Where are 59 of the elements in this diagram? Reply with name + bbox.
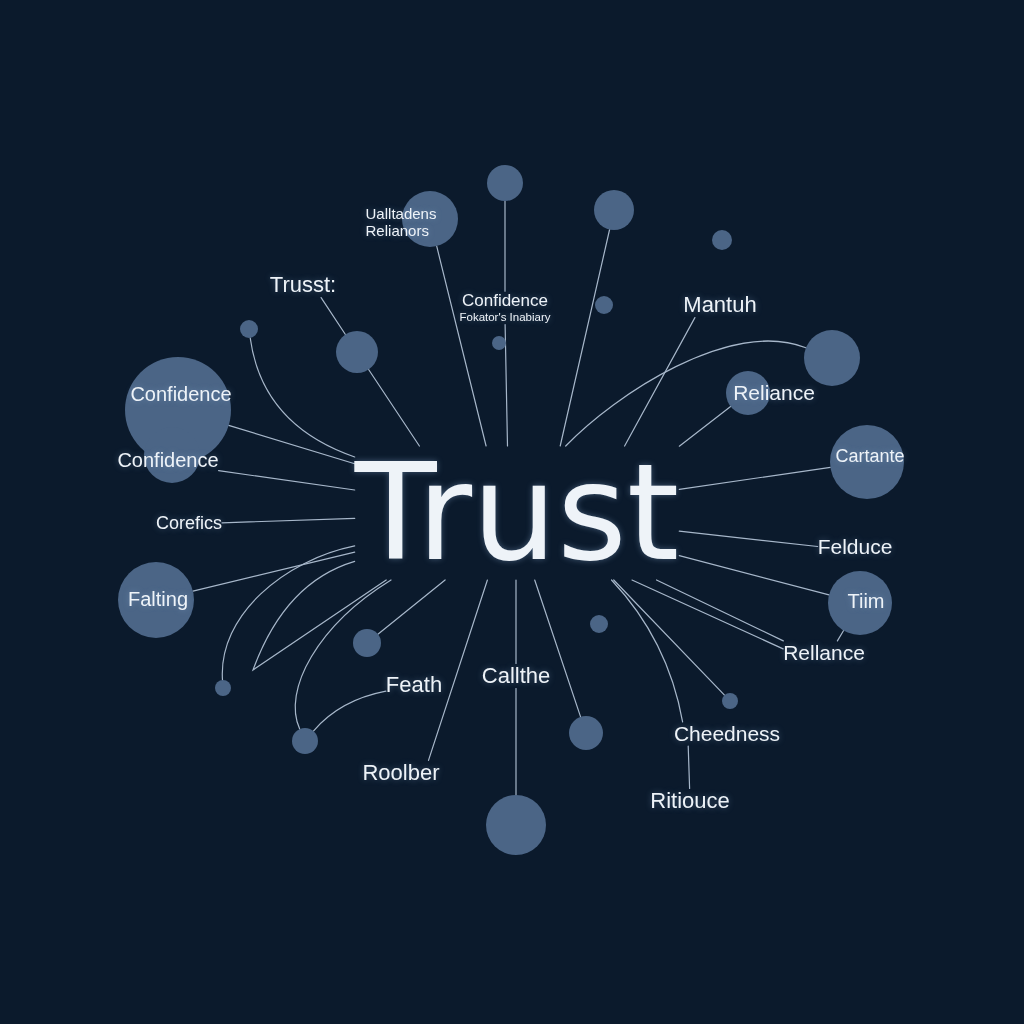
circle-node: [595, 296, 613, 314]
circle-node: [486, 795, 546, 855]
circle-node: [590, 615, 608, 633]
connector-line: [320, 297, 346, 336]
connector-line: [252, 560, 387, 671]
circle-node: [353, 629, 381, 657]
connector-line: [515, 688, 517, 796]
term-label: Corefics: [156, 512, 222, 534]
connector-line: [504, 324, 509, 447]
connector-line: [192, 551, 356, 592]
circle-node: [240, 320, 258, 338]
central-term: Trust: [354, 446, 680, 580]
term-label: Mantuh: [683, 292, 757, 318]
term-label: Felduce: [817, 534, 893, 560]
connector-line: [613, 579, 726, 696]
term-label: Falting: [128, 587, 188, 611]
connector-line: [436, 245, 487, 447]
circle-node: [492, 336, 506, 350]
circle-node: [569, 716, 603, 750]
connector-line: [678, 405, 732, 447]
connector-line: [655, 579, 784, 642]
circle-node: [487, 165, 523, 201]
connector-line: [221, 545, 356, 681]
term-label: Confidence: [117, 448, 219, 472]
term-label: Feath: [385, 672, 443, 698]
term-label: Confidence: [462, 291, 548, 311]
connector-line: [427, 579, 488, 761]
connector-line: [218, 470, 356, 491]
subtitle-label: Fokator's Inabiary: [459, 311, 551, 325]
circle-node: [215, 680, 231, 696]
connector-line: [294, 579, 392, 730]
circle-node: [594, 190, 634, 230]
term-label: Cheedness: [673, 721, 781, 747]
connector-line: [368, 368, 420, 447]
connector-line: [687, 745, 691, 789]
connector-line: [515, 579, 517, 664]
term-label: Rellance: [783, 640, 865, 666]
connector-line: [534, 579, 582, 718]
circle-node: [722, 693, 738, 709]
term-label: Trusst:: [269, 272, 337, 298]
connector-line: [504, 200, 506, 292]
term-label: Ualltadens Relianors: [365, 204, 437, 240]
term-label: Confidence: [130, 382, 232, 406]
term-label: Callthe: [481, 663, 551, 689]
connector-line: [377, 579, 446, 635]
term-label: Ritiouce: [650, 788, 730, 814]
connector-line: [624, 317, 696, 447]
circle-node: [804, 330, 860, 386]
term-label: Cartante: [835, 445, 905, 467]
term-label: Tiim: [847, 589, 885, 613]
connector-line: [610, 579, 684, 723]
circle-node: [336, 331, 378, 373]
circle-node: [292, 728, 318, 754]
connector-line: [565, 340, 807, 447]
term-label: Roolber: [362, 760, 440, 786]
connector-line: [836, 629, 845, 642]
term-label: Reliance: [733, 380, 815, 406]
connector-line: [559, 228, 611, 447]
circle-node: [712, 230, 732, 250]
